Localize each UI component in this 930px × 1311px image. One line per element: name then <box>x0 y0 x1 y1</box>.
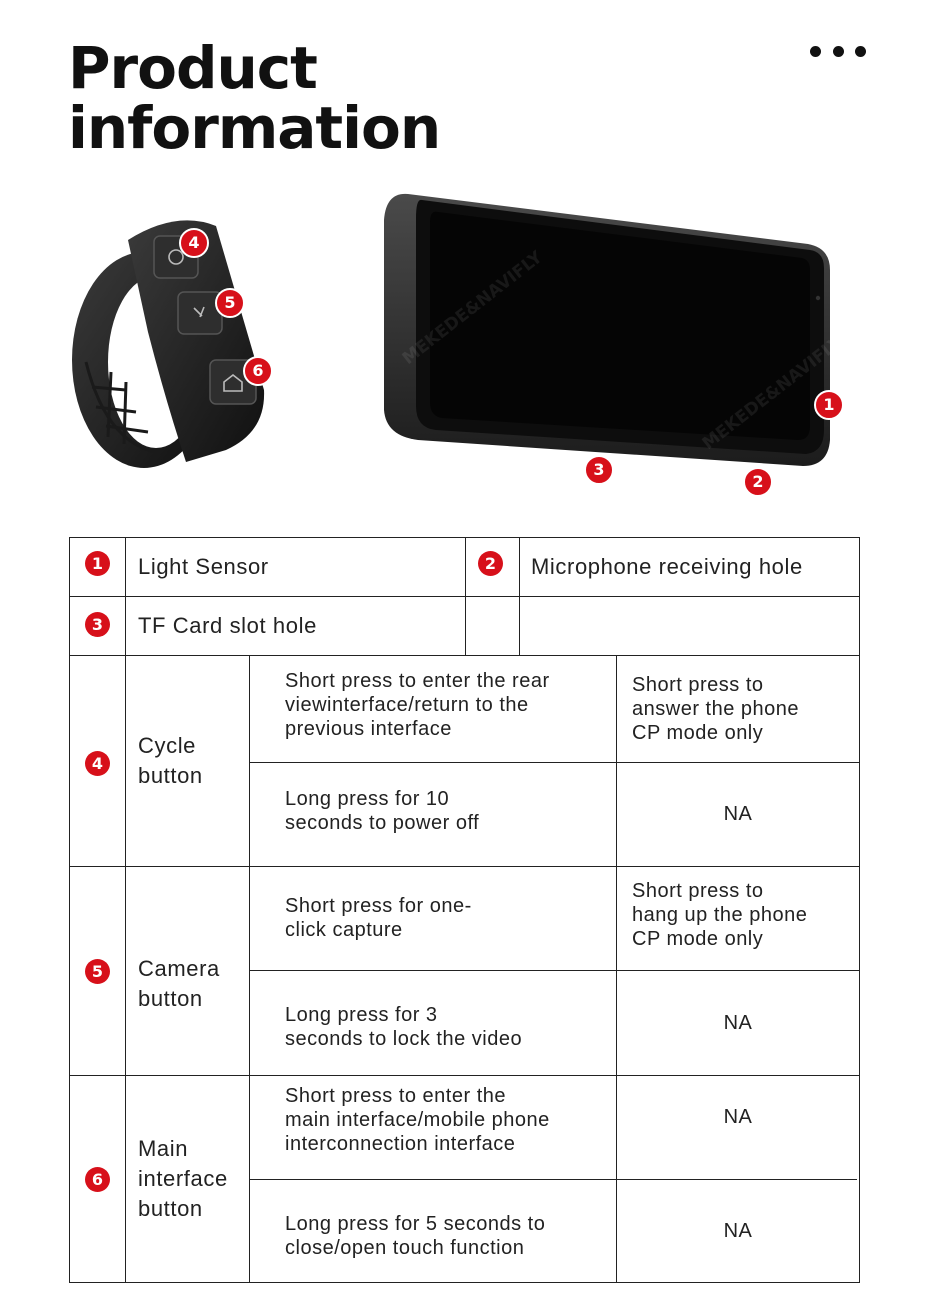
camera-long-press-desc: Long press for 3 seconds to lock the vid… <box>285 970 615 1075</box>
callout-3: 3 <box>584 455 614 485</box>
badge-3: 3 <box>85 612 110 637</box>
cycle-long-press-cp: NA <box>617 762 859 866</box>
name-line: button <box>138 762 203 788</box>
page-title: Product information <box>68 34 441 162</box>
dot <box>832 45 844 57</box>
cp-line: CP mode only <box>632 721 764 744</box>
name-line: Camera <box>138 955 220 981</box>
desc-line: close/open touch function <box>285 1236 525 1259</box>
dot <box>810 45 821 57</box>
cp-line: hang up the phone <box>632 904 808 926</box>
handlebar-remote-image <box>72 220 265 468</box>
main-interface-button-name: Main interface button <box>138 1075 248 1282</box>
cp-line: Short press to <box>632 673 764 696</box>
cp-line: answer the phone <box>632 697 800 720</box>
desc-line: interconnection interface <box>285 1133 516 1155</box>
name-line: Cycle <box>138 732 197 758</box>
camera-short-press-cp: Short press to hang up the phone CP mode… <box>632 866 858 970</box>
title-line-2: information <box>68 94 441 162</box>
camera-button-name: Camera button <box>138 866 248 1075</box>
callout-1: 1 <box>814 390 844 420</box>
desc-line: Short press to enter the rear <box>285 669 550 692</box>
callout-6: 6 <box>243 356 273 386</box>
callout-4: 4 <box>179 228 209 258</box>
badge-5: 5 <box>85 959 110 984</box>
desc-line: previous interface <box>285 717 452 740</box>
desc-line: Long press for 5 seconds to <box>285 1212 546 1235</box>
cp-line: NA <box>723 803 753 825</box>
desc-line: Short press to enter the <box>285 1085 507 1107</box>
cp-line: NA <box>723 1011 753 1034</box>
desc-line: viewinterface/return to the <box>285 693 529 716</box>
name-line: button <box>138 985 203 1011</box>
main-short-press-desc: Short press to enter the main interface/… <box>285 1075 615 1179</box>
desc-line: Long press for 3 <box>285 1003 438 1026</box>
camera-long-press-cp: NA <box>617 970 859 1075</box>
name-line: button <box>138 1195 203 1221</box>
badge-4: 4 <box>85 751 110 776</box>
badge-6: 6 <box>85 1167 110 1192</box>
badge-1: 1 <box>85 551 110 576</box>
desc-line: seconds to lock the video <box>285 1027 523 1050</box>
cp-line: Short press to <box>632 880 764 902</box>
main-long-press-desc: Long press for 5 seconds to close/open t… <box>285 1179 615 1282</box>
light-sensor-label: Light Sensor <box>138 553 269 579</box>
title-line-1: Product <box>68 34 318 102</box>
product-info-table: 1 Light Sensor 2 Microphone receiving ho… <box>69 537 860 1283</box>
main-long-press-cp: NA <box>617 1179 859 1282</box>
desc-line: Long press for 10 <box>285 788 450 810</box>
tf-card-label: TF Card slot hole <box>138 612 317 638</box>
cycle-short-press-cp: Short press to answer the phone CP mode … <box>632 655 858 762</box>
dot <box>855 45 866 57</box>
camera-short-press-desc: Short press for one- click capture <box>285 866 615 970</box>
display-screen-image: MEKEDE&NAVIFLY MEKEDE&NAVIFLY <box>384 193 838 466</box>
desc-line: click capture <box>285 919 403 941</box>
desc-line: seconds to power off <box>285 812 480 834</box>
desc-line: main interface/mobile phone <box>285 1109 550 1131</box>
name-line: Main <box>138 1135 189 1161</box>
cp-line: NA <box>723 1106 753 1128</box>
cycle-long-press-desc: Long press for 10 seconds to power off <box>285 762 615 866</box>
more-options-icon[interactable] <box>810 40 866 62</box>
cp-line: NA <box>723 1219 753 1242</box>
badge-2: 2 <box>478 551 503 576</box>
name-line: interface <box>138 1165 228 1191</box>
cycle-button-name: Cycle button <box>138 655 248 866</box>
desc-line: Short press for one- <box>285 895 472 917</box>
microphone-label: Microphone receiving hole <box>531 553 803 579</box>
cycle-short-press-desc: Short press to enter the rear viewinterf… <box>285 655 615 762</box>
callout-5: 5 <box>215 288 245 318</box>
main-short-press-cp: NA <box>617 1075 859 1179</box>
callout-2: 2 <box>743 467 773 497</box>
cp-line: CP mode only <box>632 928 764 950</box>
